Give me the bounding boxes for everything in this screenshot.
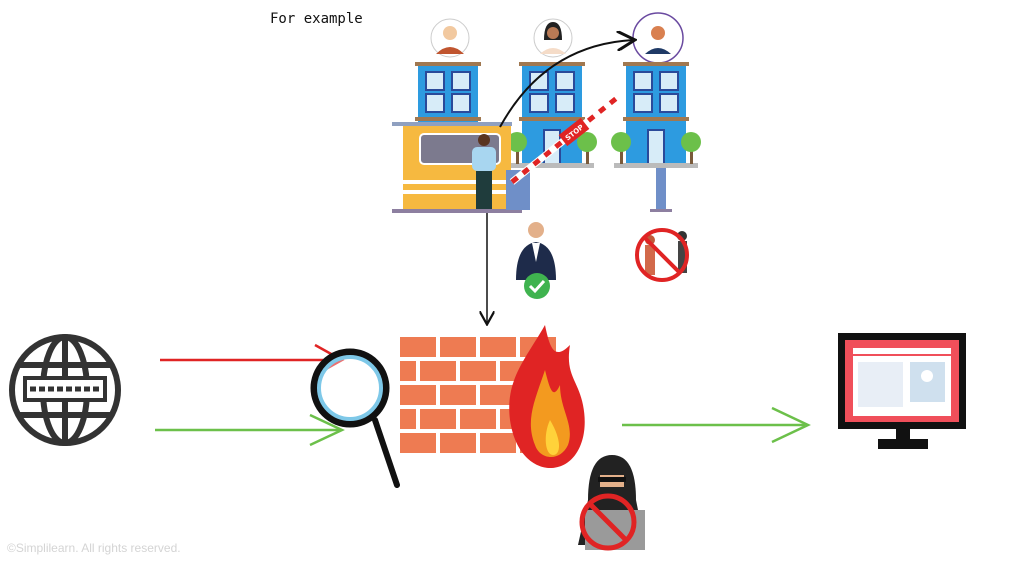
blocked-people xyxy=(635,228,689,282)
brick xyxy=(480,433,516,453)
curved-arrow xyxy=(499,40,633,128)
fire-icon xyxy=(509,325,585,468)
no-entry-icon xyxy=(579,493,637,551)
brick xyxy=(400,385,436,405)
brick xyxy=(440,433,476,453)
building xyxy=(611,62,701,168)
copyright: ©Simplilearn. All rights reserved. xyxy=(7,541,181,555)
avatar-man-2-target xyxy=(632,12,684,64)
caption: For example xyxy=(270,11,363,27)
avatar-man-1 xyxy=(430,18,470,58)
no-entry-icon xyxy=(635,228,689,282)
computer-monitor-icon xyxy=(838,333,966,449)
blocked-hacker xyxy=(578,455,645,551)
brick xyxy=(460,361,496,381)
brick xyxy=(400,409,416,429)
brick xyxy=(440,385,476,405)
brick xyxy=(420,409,456,429)
brick xyxy=(480,385,516,405)
allowed-person xyxy=(516,222,556,299)
brick xyxy=(400,337,436,357)
guard-booth xyxy=(392,122,530,213)
brick xyxy=(440,337,476,357)
checkmark-icon xyxy=(524,273,550,299)
brick xyxy=(400,433,436,453)
security-guard xyxy=(472,134,496,209)
magnifier-icon xyxy=(310,348,400,488)
brick xyxy=(480,337,516,357)
brick xyxy=(460,409,496,429)
globe-icon xyxy=(9,334,121,446)
brick xyxy=(420,361,456,381)
brick xyxy=(400,361,416,381)
avatar-woman xyxy=(533,18,573,58)
